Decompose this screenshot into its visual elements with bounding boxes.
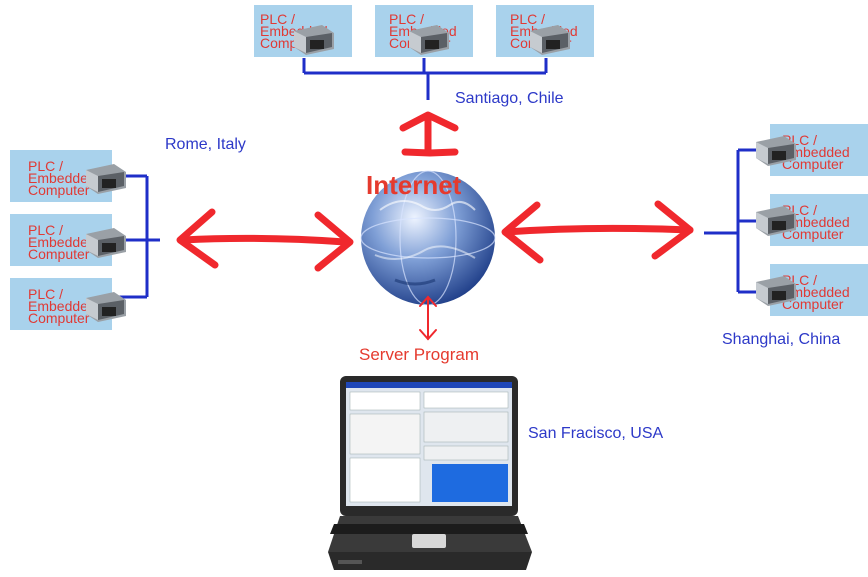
device-shanghai-2: PLC / Embedded Computer [756,194,868,246]
ethernet-port-icon [294,25,334,55]
ethernet-port-icon [756,206,796,236]
santiago-bus [302,58,548,100]
arrow-top-link [399,111,459,157]
location-shanghai: Shanghai, China [722,331,841,348]
device-label: PLC / Embedded Computer [782,132,850,172]
device-rome-1: PLC / Embedded Computer [10,150,126,202]
device-label: PLC / Embedded Computer [28,286,96,326]
laptop-icon [328,376,532,570]
location-santiago: Santiago, Chile [455,90,564,107]
device-shanghai-3: PLC / Embedded Computer [756,264,868,316]
device-label: PLC / Embedded Computer [28,222,96,262]
device-label: PLC / Embedded Computer [28,158,96,198]
location-sanfrancisco: San Fracisco, USA [528,425,664,442]
arrow-left-link [176,208,354,272]
location-rome: Rome, Italy [165,136,246,153]
arrow-right-link [501,200,694,264]
ethernet-port-icon [530,25,570,55]
device-shanghai-1: PLC / Embedded Computer [756,124,868,176]
ethernet-port-icon [756,276,796,306]
ethernet-port-icon [409,25,449,55]
ethernet-port-icon [756,136,796,166]
arrow-bottom-link [419,295,437,341]
ethernet-port-icon [86,164,126,194]
internet-label: Internet [366,170,462,200]
device-santiago-2: PLC / Embedded Computer [375,5,473,57]
ethernet-port-icon [86,292,126,322]
ethernet-port-icon [86,228,126,258]
device-santiago-1: PLC / Embedded Computer [254,5,352,57]
device-santiago-3: PLC / Embedded Computer [496,5,594,57]
server-program-label: Server Program [359,345,479,364]
device-label: PLC / Embedded Computer [782,202,850,242]
device-rome-3: PLC / Embedded Computer [10,278,126,330]
device-rome-2: PLC / Embedded Computer [10,214,126,266]
